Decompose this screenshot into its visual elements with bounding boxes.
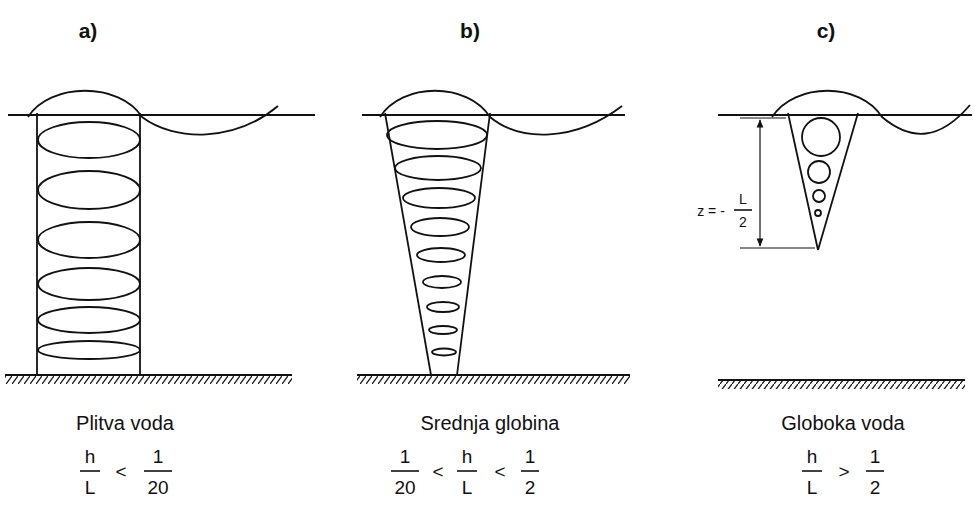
ratio-term: 1: [153, 447, 164, 466]
orbit-bound: [385, 113, 431, 375]
panel-letter: c): [817, 20, 836, 41]
wave-profile: [380, 91, 622, 135]
dimension-tick: [740, 247, 815, 248]
depth-name: Globoka voda: [781, 413, 904, 433]
orbit-bound: [457, 113, 490, 375]
fraction-bar: [802, 470, 822, 472]
ratio-term: h: [462, 447, 473, 466]
orbit-ellipse: [432, 349, 456, 356]
panel-letter: a): [79, 20, 98, 41]
ratio-term: 1: [525, 447, 536, 466]
wave-profile: [772, 91, 970, 134]
ratio-term: L: [462, 478, 473, 497]
fraction-bar: [80, 470, 100, 472]
orbit-ellipse: [403, 188, 475, 208]
depth-name: Srednja globina: [421, 413, 560, 433]
orbit-ellipse: [411, 218, 469, 236]
dimension-label: L: [739, 192, 747, 206]
orbit-ellipse: [395, 156, 481, 180]
orbit-ellipse: [387, 121, 487, 149]
orbit-circle: [815, 210, 821, 216]
ratio-term: 1: [870, 447, 881, 466]
fraction-bar: [144, 470, 172, 472]
fraction-bar: [866, 470, 884, 472]
ratio-sign: >: [838, 462, 849, 481]
sea-bed-hatch: [718, 381, 965, 389]
sea-bed: [718, 379, 965, 381]
orbit-ellipse: [38, 171, 140, 209]
orbit-ellipse: [427, 302, 459, 312]
orbit-ellipse: [429, 326, 457, 334]
sea-bed: [357, 374, 630, 376]
orbit-ellipse: [38, 122, 140, 158]
ratio-sign: <: [115, 462, 126, 481]
orbit-ellipse: [38, 307, 140, 333]
ratio-term: L: [807, 478, 818, 497]
dimension-line: [759, 120, 760, 246]
orbit-bound: [36, 113, 38, 375]
still-water-line: [362, 114, 625, 116]
dimension-label: 2: [739, 215, 747, 229]
panel-letter: b): [460, 20, 480, 41]
fraction-bar: [457, 470, 477, 472]
ratio-sign: <: [432, 462, 443, 481]
fraction-bar: [521, 470, 539, 472]
ratio-term: 1: [400, 447, 411, 466]
ratio-term: h: [807, 447, 818, 466]
dimension-label: z = -: [697, 204, 725, 218]
wave-profile: [28, 91, 278, 135]
orbit-ellipse: [38, 222, 140, 258]
orbit-circle: [813, 190, 825, 202]
ratio-term: h: [85, 447, 96, 466]
orbit-circle: [802, 118, 840, 156]
still-water-line: [718, 114, 972, 116]
ratio-term: 20: [394, 478, 415, 497]
ratio-term: L: [85, 478, 96, 497]
ratio-term: 2: [870, 478, 881, 497]
orbit-ellipse: [38, 341, 140, 359]
ratio-term: 2: [525, 478, 536, 497]
still-water-line: [8, 114, 315, 116]
dimension-tick: [740, 117, 786, 118]
orbit-ellipse: [417, 248, 465, 262]
sea-bed: [5, 374, 292, 376]
ratio-sign: <: [494, 462, 505, 481]
orbit-circle: [808, 161, 830, 183]
sea-bed-hatch: [5, 376, 292, 384]
sea-bed-hatch: [357, 376, 630, 384]
depth-name: Plitva voda: [76, 413, 174, 433]
fraction-bar: [391, 470, 419, 472]
ratio-term: 20: [147, 478, 168, 497]
orbit-ellipse: [423, 276, 461, 288]
fraction-bar: [734, 209, 752, 211]
orbit-ellipse: [38, 268, 140, 300]
